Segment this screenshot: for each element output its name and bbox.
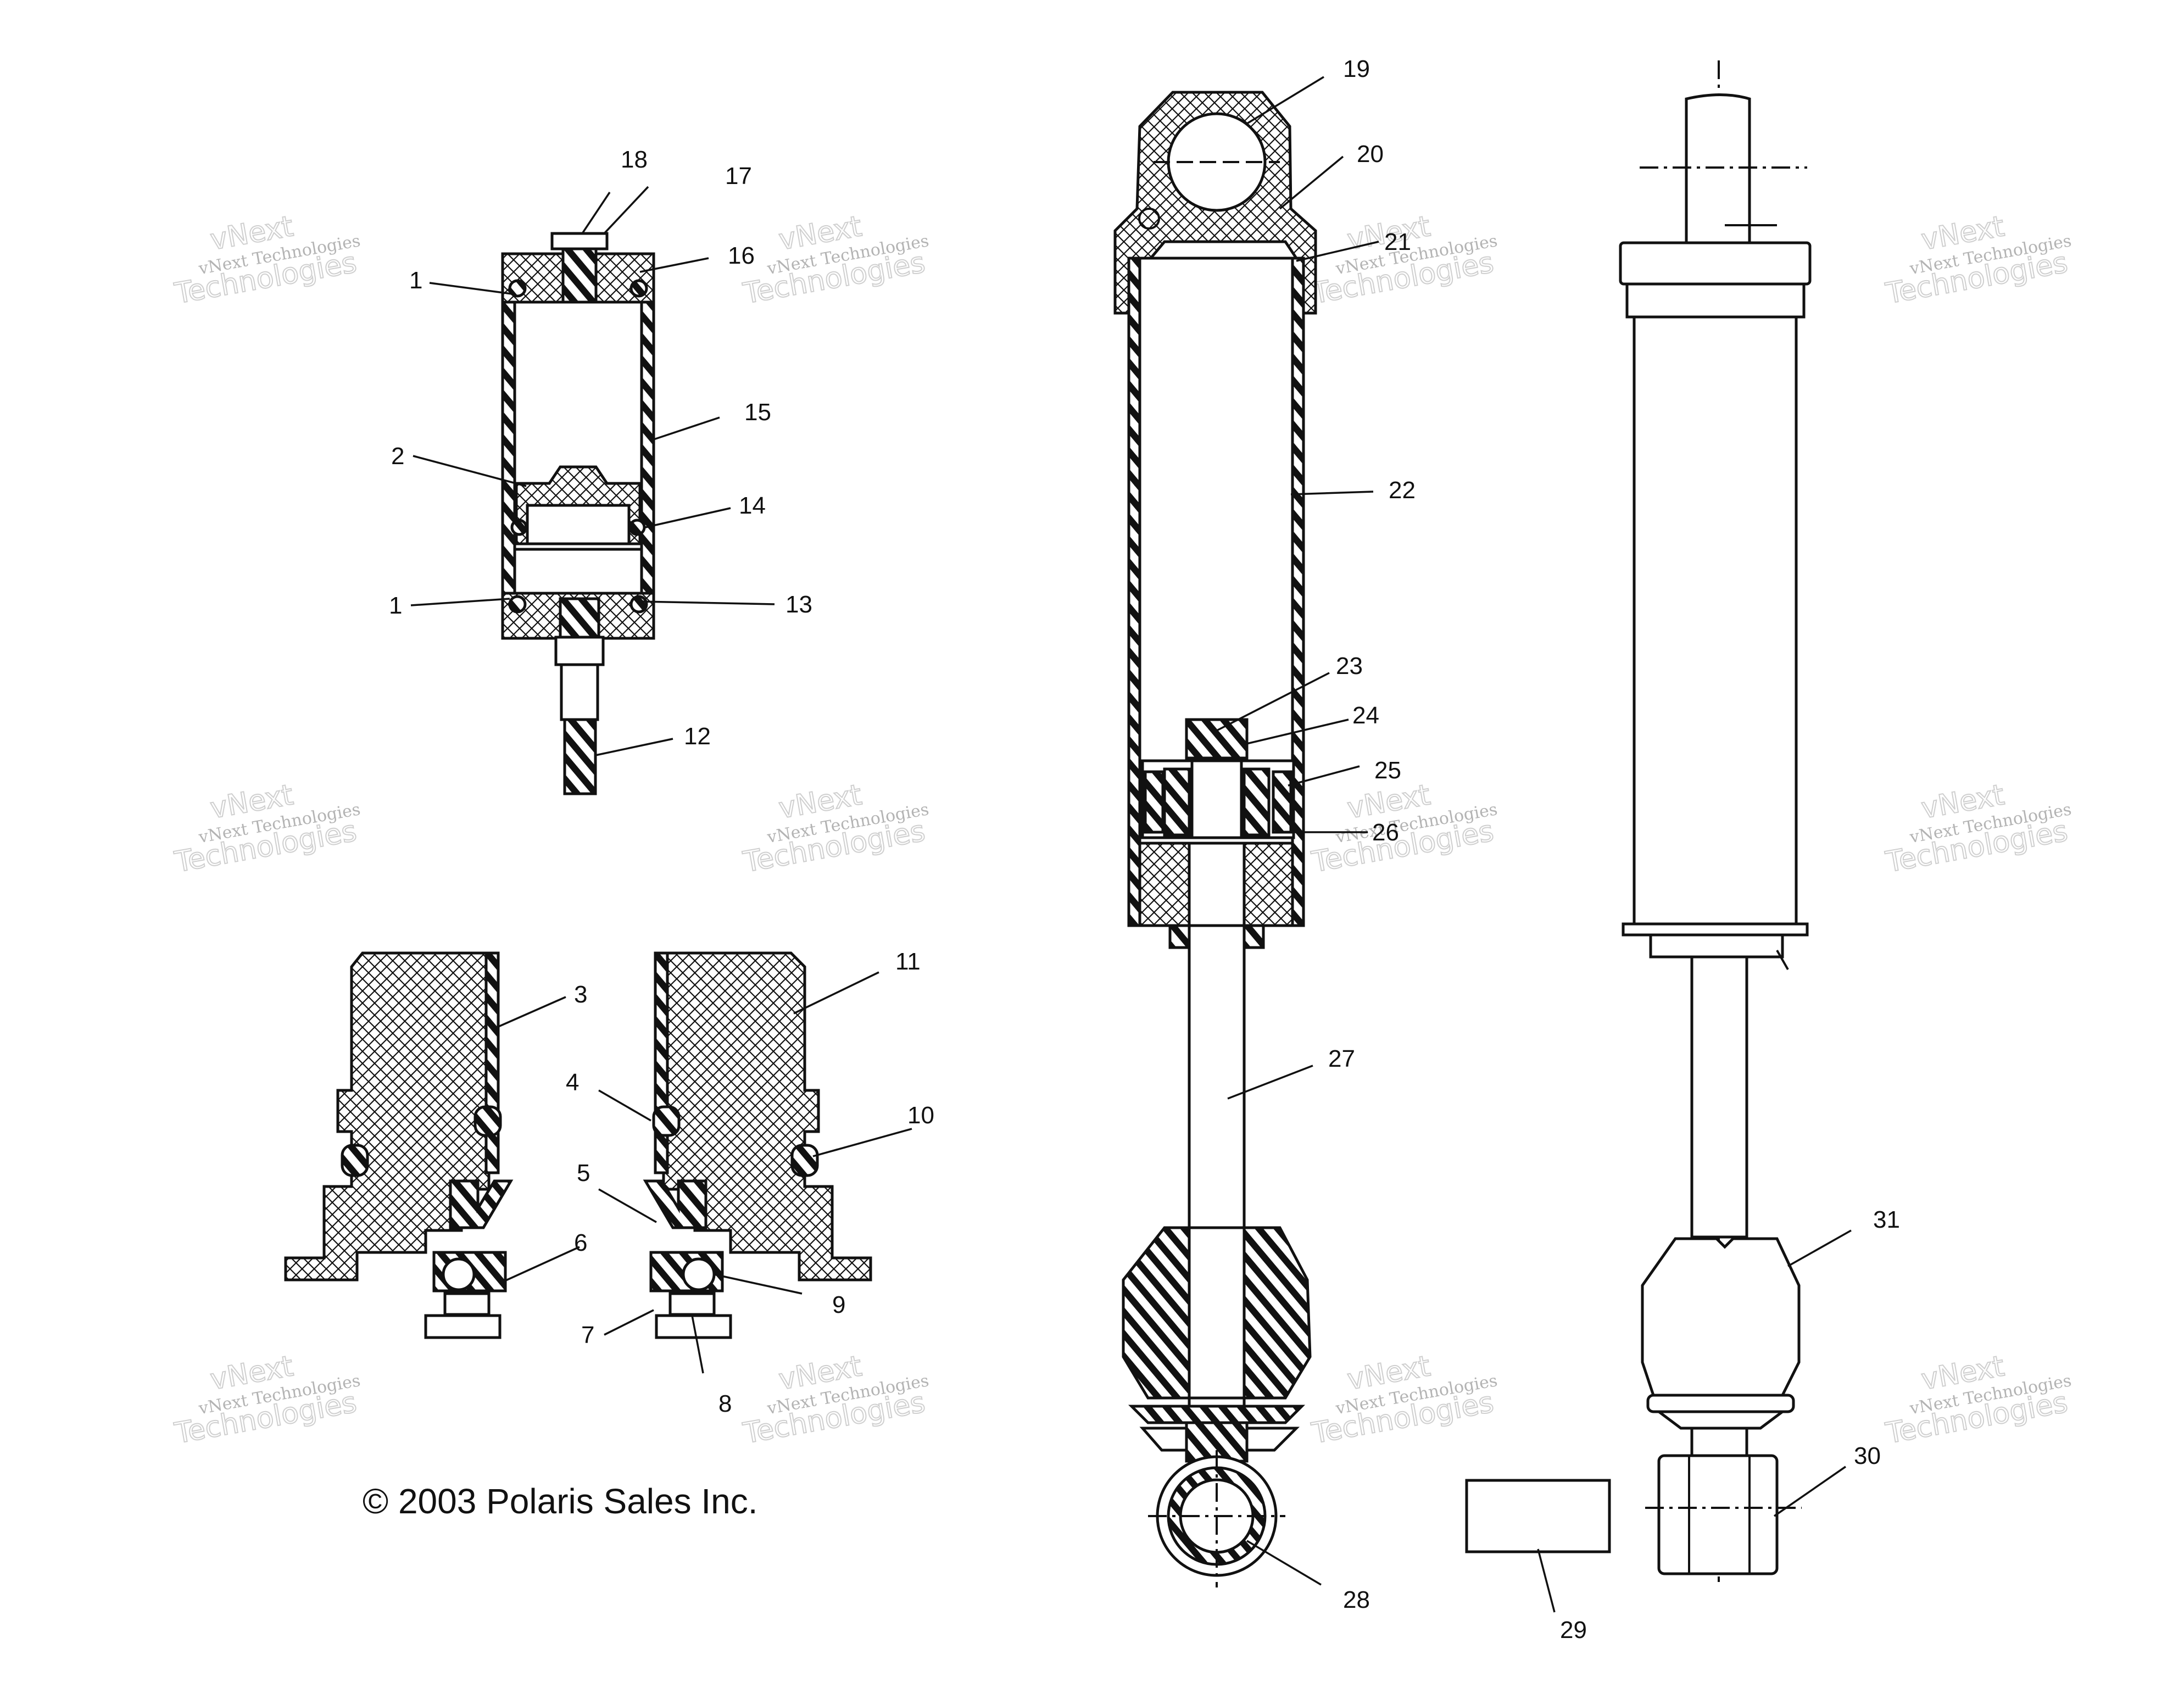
callout-17: 17 (725, 163, 752, 190)
shock-cross-section (1113, 91, 1317, 1587)
callout-23: 23 (1336, 653, 1363, 679)
callout-8: 8 (718, 1390, 732, 1417)
callout-7: 7 (581, 1322, 594, 1349)
callout-21: 21 (1384, 229, 1411, 255)
callout-5: 5 (577, 1160, 590, 1186)
callout-2: 2 (391, 443, 404, 470)
callout-4: 4 (566, 1069, 579, 1096)
callout-31: 31 (1873, 1206, 1900, 1233)
callout-18: 18 (621, 146, 648, 173)
callout-10: 10 (907, 1102, 934, 1129)
callout-1-bottom: 1 (389, 592, 402, 619)
callout-12: 12 (684, 723, 711, 750)
callout-28: 28 (1343, 1586, 1370, 1613)
callout-6: 6 (574, 1229, 587, 1256)
callout-20: 20 (1357, 141, 1384, 168)
shock-outline-view (1465, 60, 1812, 1582)
callout-16: 16 (728, 242, 755, 269)
callout-9: 9 (832, 1291, 845, 1318)
callout-labels: 1 1 2 3 4 5 6 7 8 9 10 11 12 13 14 15 16… (389, 55, 1900, 1644)
callout-25: 25 (1374, 757, 1401, 784)
leader-lines (410, 76, 1852, 1613)
callout-26: 26 (1372, 819, 1399, 846)
callout-22: 22 (1389, 477, 1416, 504)
callout-27: 27 (1328, 1045, 1355, 1072)
callout-29: 29 (1560, 1617, 1587, 1644)
callout-13: 13 (785, 591, 812, 618)
callout-19: 19 (1343, 55, 1370, 82)
callout-15: 15 (744, 399, 771, 426)
callout-14: 14 (739, 492, 766, 519)
callout-30: 30 (1854, 1442, 1881, 1469)
callout-11: 11 (895, 948, 921, 975)
copyright-notice: © 2003 Polaris Sales Inc. (363, 1481, 758, 1521)
seal-head-detail (284, 951, 872, 1339)
reservoir-assembly (501, 232, 655, 795)
callout-1-top: 1 (409, 267, 422, 294)
callout-24: 24 (1352, 702, 1379, 729)
callout-3: 3 (574, 981, 587, 1008)
